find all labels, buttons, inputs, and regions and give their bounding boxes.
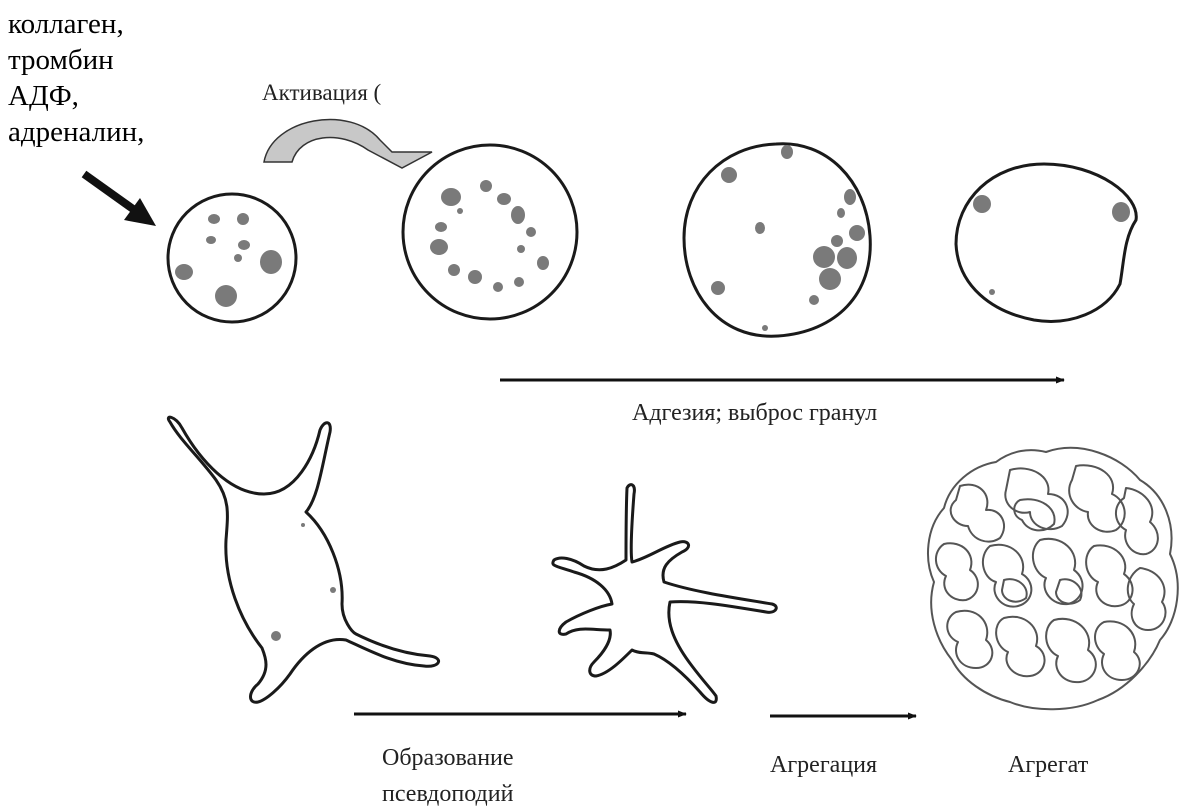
agonist-collagen: коллаген, [8, 6, 144, 42]
degranulated-platelet [956, 164, 1136, 321]
agonist-thrombin: тромбин [8, 42, 144, 78]
pseudopodia-label-line-1: Образование [382, 740, 514, 776]
activation-label: Активация ( [262, 80, 381, 106]
adhesion-label: Адгезия; выброс гранул [632, 400, 877, 427]
agonist-list: коллаген, тромбин АДФ, адреналин, [8, 6, 144, 150]
agonist-adp: АДФ, [8, 78, 144, 114]
agonist-adrenaline: адреналин, [8, 114, 144, 150]
granules [430, 180, 549, 292]
granules [711, 145, 865, 331]
pseudopodia-label: Образование псевдоподий [382, 740, 514, 812]
aggregation-label: Агрегация [770, 752, 877, 779]
swollen-platelet [684, 144, 870, 337]
activated-platelet-granule-ring [403, 145, 577, 319]
pseudopodia-label-line-2: псевдоподий [382, 776, 514, 812]
aggregate-label: Агрегат [1008, 752, 1088, 779]
granules [973, 195, 1130, 295]
resting-platelet [168, 194, 296, 322]
platelet-aggregate [928, 448, 1178, 709]
star-shaped-platelet [553, 485, 776, 703]
granules [175, 213, 282, 307]
platelet-with-pseudopodia [168, 417, 438, 702]
agonist-arrow [84, 174, 156, 226]
activation-curved-arrow [264, 120, 432, 168]
